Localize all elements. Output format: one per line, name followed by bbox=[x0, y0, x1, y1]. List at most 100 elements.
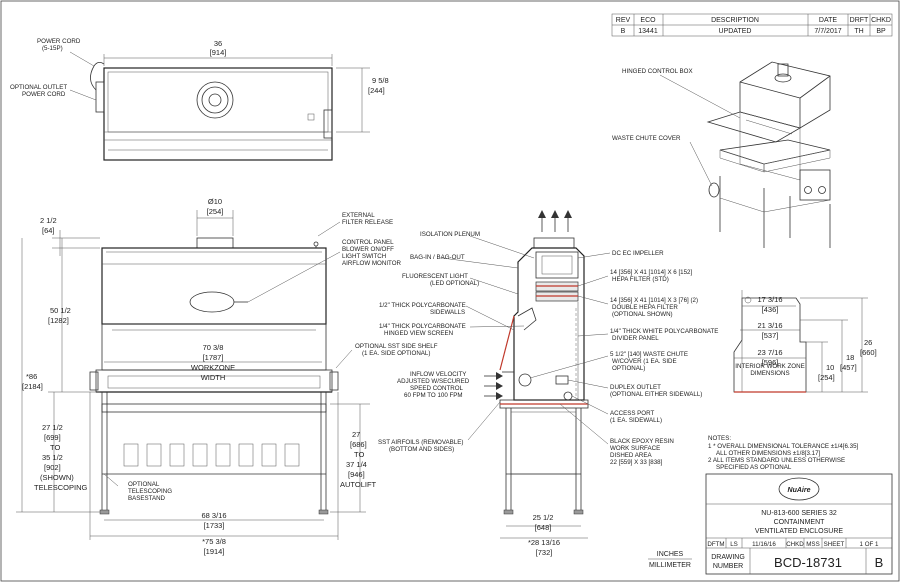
duplex-outlet bbox=[555, 375, 569, 385]
rev-header-chkd: CHKD bbox=[871, 17, 891, 24]
side-section-view: ISOLATION PLENUM BAG-IN / BAG-OUT FLUORE… bbox=[378, 210, 718, 557]
note-1b: ALL OTHER DIMENSIONS ±1/8[3.17] bbox=[716, 450, 821, 457]
hepa-std-label-2: HEPA FILTER (STD) bbox=[612, 276, 669, 283]
dim-workzone-width: 70 3/8 bbox=[203, 343, 224, 352]
fluorescent-light-label: FLUORESCENT LIGHT bbox=[402, 273, 468, 280]
units-millimeter: MILLIMETER bbox=[649, 562, 691, 569]
rev-value-rev: B bbox=[621, 28, 626, 35]
optional-outlet-label: OPTIONAL OUTLET bbox=[10, 84, 67, 91]
drawing-label: DRAWING bbox=[711, 554, 745, 561]
dc-ec-impeller bbox=[535, 251, 579, 279]
dim-side-offset-mm: [64] bbox=[42, 226, 55, 235]
company-logo bbox=[778, 477, 820, 501]
power-cord-spec: (5-15P) bbox=[42, 45, 63, 52]
dim-collar-dia-mm: [254] bbox=[207, 207, 224, 216]
dim-autolift-b-mm: [946] bbox=[348, 470, 365, 479]
optional-shelf-label: OPTIONAL SST SIDE SHELF bbox=[355, 343, 438, 350]
waste-chute-cover-label: WASTE CHUTE COVER bbox=[612, 135, 681, 142]
epoxy-resin-label: BLACK EPOXY RESIN bbox=[610, 438, 674, 445]
dim-autolift-b: 37 1/4 bbox=[346, 460, 367, 469]
dim-int-depth-a: 17 3/16 bbox=[757, 295, 782, 304]
access-port bbox=[563, 391, 573, 401]
optional-outlet-label-2: POWER CORD bbox=[22, 91, 66, 98]
hepa-std-label: 14 [356] X 41 [1014] X 6 [152] bbox=[610, 269, 693, 276]
control-panel-label: CONTROL PANEL bbox=[342, 239, 394, 246]
title-line-2: CONTAINMENT bbox=[774, 519, 826, 526]
divider-panel-label: 1/4" THICK WHITE POLYCARBONATE bbox=[610, 328, 718, 335]
title-line-3: VENTILATED ENCLOSURE bbox=[755, 528, 843, 535]
dc-ec-impeller-label: DC EC IMPELLER bbox=[612, 250, 664, 257]
waste-chute-label-3: OPTIONAL) bbox=[612, 365, 645, 372]
fluorescent-light-label-2: (LED OPTIONAL) bbox=[430, 280, 479, 287]
rev-value-date: 7/7/2017 bbox=[814, 28, 841, 35]
dim-stand-height-a-mm: [699] bbox=[44, 433, 61, 442]
dim-int-depth-c-mm: [596] bbox=[762, 358, 779, 367]
dim-autolift-label: AUTOLIFT bbox=[340, 480, 377, 489]
workzone-label-2: WIDTH bbox=[201, 373, 226, 382]
dim-int-depth-c: 23 7/16 bbox=[757, 348, 782, 357]
inflow-velocity-label: INFLOW VELOCITY bbox=[410, 371, 466, 378]
drawing-revision: B bbox=[875, 555, 884, 570]
isolation-plenum-label: ISOLATION PLENUM bbox=[420, 231, 480, 238]
rev-header-rev: REV bbox=[616, 17, 631, 24]
dim-top-depth: 9 5/8 bbox=[372, 76, 389, 85]
rev-value-description: UPDATED bbox=[719, 28, 752, 35]
dim-stand-to: TO bbox=[50, 443, 60, 452]
rev-value-eco: 13441 bbox=[638, 28, 658, 35]
telescoping-basestand-label-3: BASESTAND bbox=[128, 495, 166, 502]
rev-header-date: DATE bbox=[819, 17, 837, 24]
dim-side-offset: 2 1/2 bbox=[40, 216, 57, 225]
interior-zone-view: INTERIOR WORK ZONE DIMENSIONS 17 3/16 [4… bbox=[733, 290, 877, 393]
sheet-label: SHEET bbox=[824, 541, 845, 548]
epoxy-resin-label-2: WORK SURFACE bbox=[610, 445, 660, 452]
exhaust-collar-top bbox=[196, 81, 234, 119]
dim-workzone-width-mm: [1787] bbox=[203, 353, 224, 362]
dim-overall-width: *75 3/8 bbox=[202, 537, 226, 546]
hepa-double-label-3: (OPTIONAL SHOWN) bbox=[612, 311, 673, 318]
power-cord bbox=[90, 62, 105, 91]
sheet-value: 1 OF 1 bbox=[860, 541, 879, 548]
dim-top-width: 36 bbox=[214, 39, 222, 48]
optional-shelf-label-2: (1 EA. SIDE OPTIONAL) bbox=[362, 350, 430, 357]
rev-value-chkd: BP bbox=[876, 28, 886, 35]
dim-int-h-26-mm: [660] bbox=[860, 348, 877, 357]
dim-collar-dia: Ø10 bbox=[208, 197, 222, 206]
duplex-outlet-label: DUPLEX OUTLET bbox=[610, 384, 661, 391]
dim-stand-telescoping: TELESCOPING bbox=[34, 483, 88, 492]
company-logo-text: NuAire bbox=[788, 487, 811, 494]
dim-side-depth-mm: [648] bbox=[535, 523, 552, 532]
dim-int-depth-b: 21 3/16 bbox=[757, 321, 782, 330]
front-view: EXTERNAL FILTER RELEASE CONTROL PANEL BL… bbox=[16, 197, 438, 556]
dftm-value: LS bbox=[730, 541, 738, 548]
inflow-velocity-label-2: ADJUSTED W/SECURED bbox=[397, 378, 470, 385]
polycarbonate-sidewalls-label-2: SIDEWALLS bbox=[430, 309, 465, 316]
dim-top-width-mm: [914] bbox=[210, 48, 227, 57]
dim-int-depth-b-mm: [537] bbox=[762, 331, 779, 340]
dim-base-width: 68 3/16 bbox=[201, 511, 226, 520]
dim-autolift-a: 27 bbox=[352, 430, 360, 439]
hinged-control-box bbox=[706, 111, 802, 143]
power-cord-label: POWER CORD bbox=[37, 38, 81, 45]
chkd-value: MSS bbox=[806, 541, 819, 548]
drawing-number: BCD-18731 bbox=[774, 555, 842, 570]
interior-zone-label: INTERIOR WORK ZONE bbox=[735, 363, 804, 370]
front-logo-badge bbox=[189, 291, 235, 313]
polycarbonate-sidewalls-label: 1/2" THICK POLYCARBONATE bbox=[379, 302, 466, 309]
revision-table: REV ECO DESCRIPTION DATE DRFT CHKD B 134… bbox=[611, 13, 893, 37]
dim-int-h-18: 18 bbox=[846, 353, 854, 362]
access-port-label: ACCESS PORT bbox=[610, 410, 654, 417]
notes-title: NOTES: bbox=[708, 435, 731, 442]
dim-stand-shown: (SHOWN) bbox=[40, 473, 74, 482]
hinged-view-screen-label: 1/4" THICK POLYCARBONATE bbox=[379, 323, 466, 330]
hepa-double-label: 14 [356] X 41 [1014] X 3 [76] (2) bbox=[610, 297, 698, 304]
control-panel-label-4: AIRFLOW MONITOR bbox=[342, 260, 402, 267]
dim-int-h-10: 10 bbox=[826, 363, 834, 372]
workzone-label: WORKZONE bbox=[191, 363, 235, 372]
access-port-label-2: (1 EA. SIDEWALL) bbox=[610, 417, 662, 424]
dim-upper-height: 50 1/2 bbox=[50, 306, 71, 315]
hinged-control-box-label: HINGED CONTROL BOX bbox=[622, 68, 693, 75]
telescoping-basestand-label-2: TELESCOPING bbox=[128, 488, 172, 495]
dim-stand-height-b-mm: [902] bbox=[44, 463, 61, 472]
dim-side-overall-depth-mm: [732] bbox=[536, 548, 553, 557]
